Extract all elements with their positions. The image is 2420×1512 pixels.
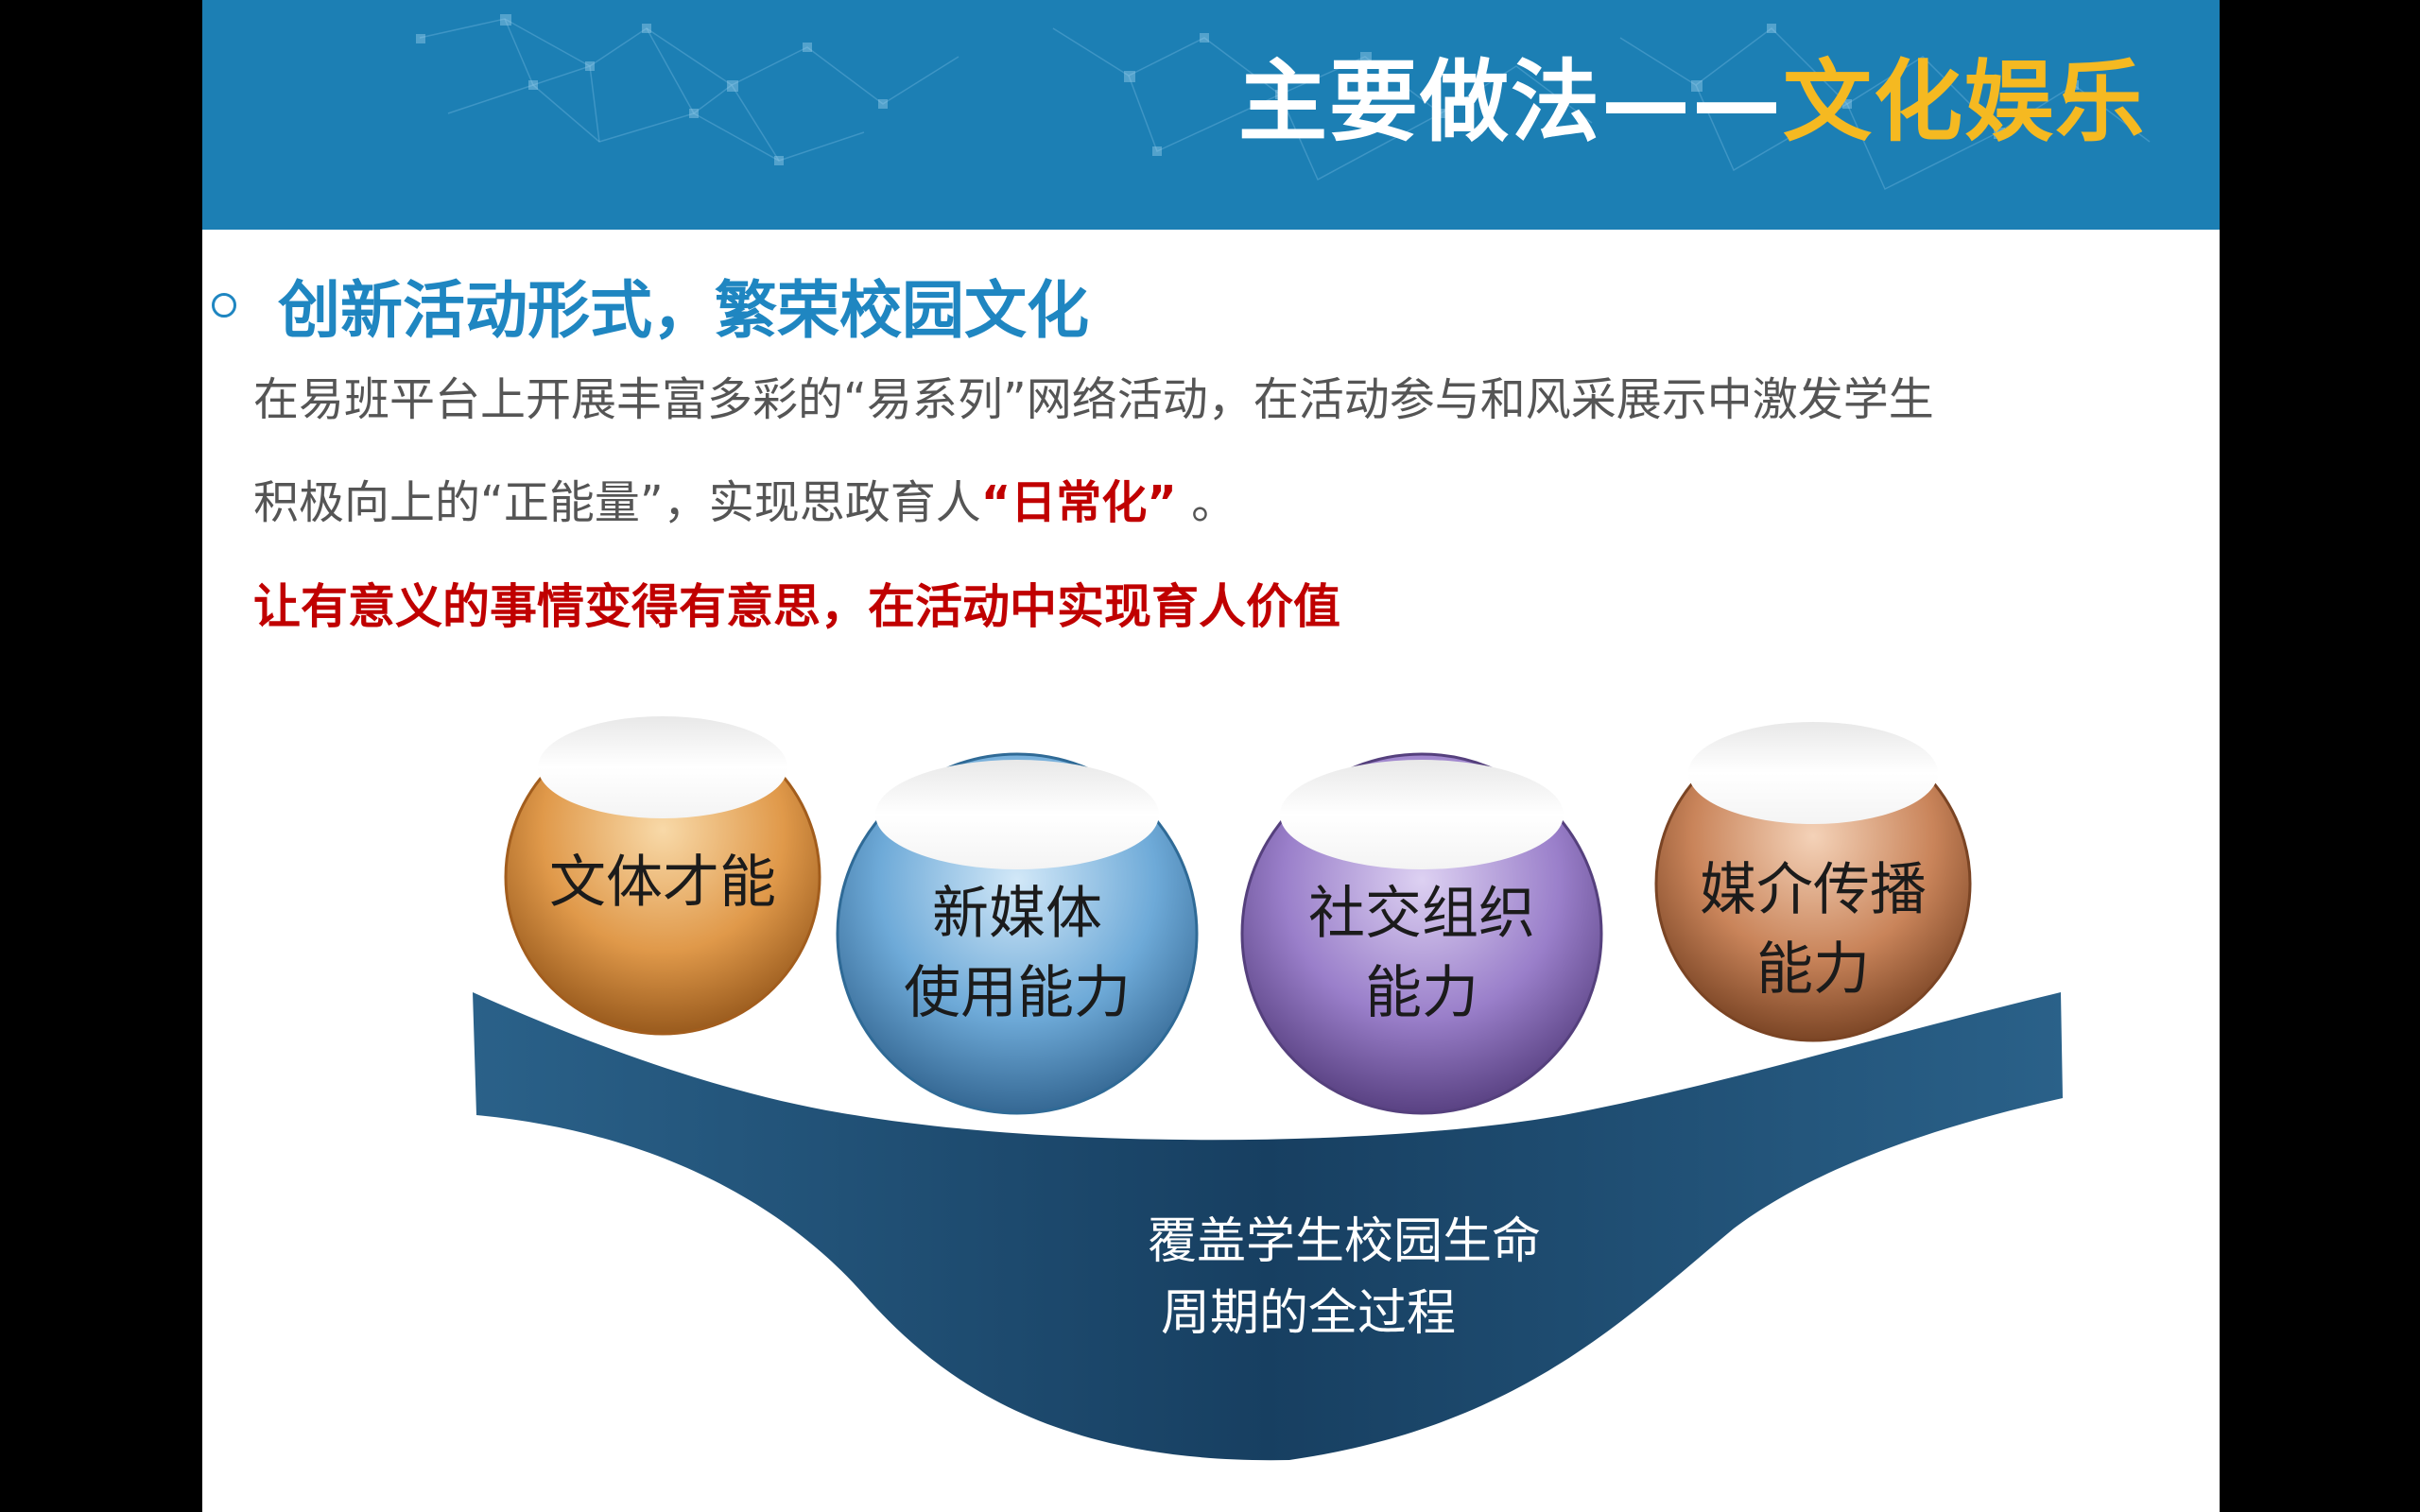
sphere-4-line-1: 媒介传播 [1700, 857, 1927, 923]
bullet-heading-row: 创新活动形式，繁荣校园文化 [212, 267, 1089, 347]
sphere-2-line-2: 使用能力 [904, 960, 1131, 1026]
sphere-2 [836, 752, 1199, 1115]
sphere-4 [1654, 722, 1972, 1042]
section-heading: 创新活动形式，繁荣校园文化 [278, 274, 1089, 347]
bowl-label: 覆盖学生校园生命 周期的全过程 [1148, 1206, 1542, 1349]
slogan: 让有意义的事情变得有意思，在活动中实现育人价值 [253, 579, 1340, 634]
paragraph-line-2: 积极向上的“正能量”，实现思政育人“日常化” 。 [253, 480, 2182, 525]
paragraph-line-1: 在易班平台上开展丰富多彩的“易系列”网络活动，在活动参与和风采展示中激发学生 [253, 373, 1934, 426]
sphere-3-label: 社交组织 能力 [1280, 874, 1564, 1033]
sphere-2-line-1: 新媒体 [932, 881, 1102, 947]
sphere-3 [1240, 752, 1603, 1115]
capability-diagram [473, 716, 2063, 1461]
sphere-3-line-1: 社交组织 [1308, 881, 1535, 947]
paragraph-line-2-end: 。 [1176, 476, 1237, 529]
slide: 主要做法——文化娱乐 创新活动形式，繁荣校园文化 在易班平台上开展丰富多彩的“易… [202, 0, 2220, 1512]
header-banner: 主要做法——文化娱乐 [202, 0, 2220, 230]
paragraph-line-2-text: 积极向上的“正能量”，实现思政育人 [253, 476, 981, 529]
bowl-line-2: 周期的全过程 [1160, 1285, 1456, 1342]
network-background-graphic [416, 14, 2151, 191]
bowl-line-1: 覆盖学生校园生命 [1148, 1213, 1542, 1270]
sphere-4-label: 媒介传播 能力 [1671, 850, 1955, 1009]
title-accent: 文化娱乐 [1782, 51, 2146, 154]
sphere-2-label: 新媒体 使用能力 [875, 874, 1159, 1033]
sphere-1-label: 文体才能 [530, 843, 795, 922]
slide-title: 主要做法——文化娱乐 [1238, 59, 2146, 147]
circle-bullet-icon [212, 293, 236, 318]
title-main: 主要做法—— [1237, 51, 1783, 154]
sphere-4-line-2: 能力 [1756, 936, 1870, 1003]
paragraph-emphasis: “日常化” [980, 476, 1177, 529]
sphere-1 [504, 716, 821, 1036]
sphere-1-line-1: 文体才能 [549, 850, 776, 916]
bowl-shape [473, 992, 2063, 1461]
sphere-3-line-2: 能力 [1365, 960, 1478, 1026]
